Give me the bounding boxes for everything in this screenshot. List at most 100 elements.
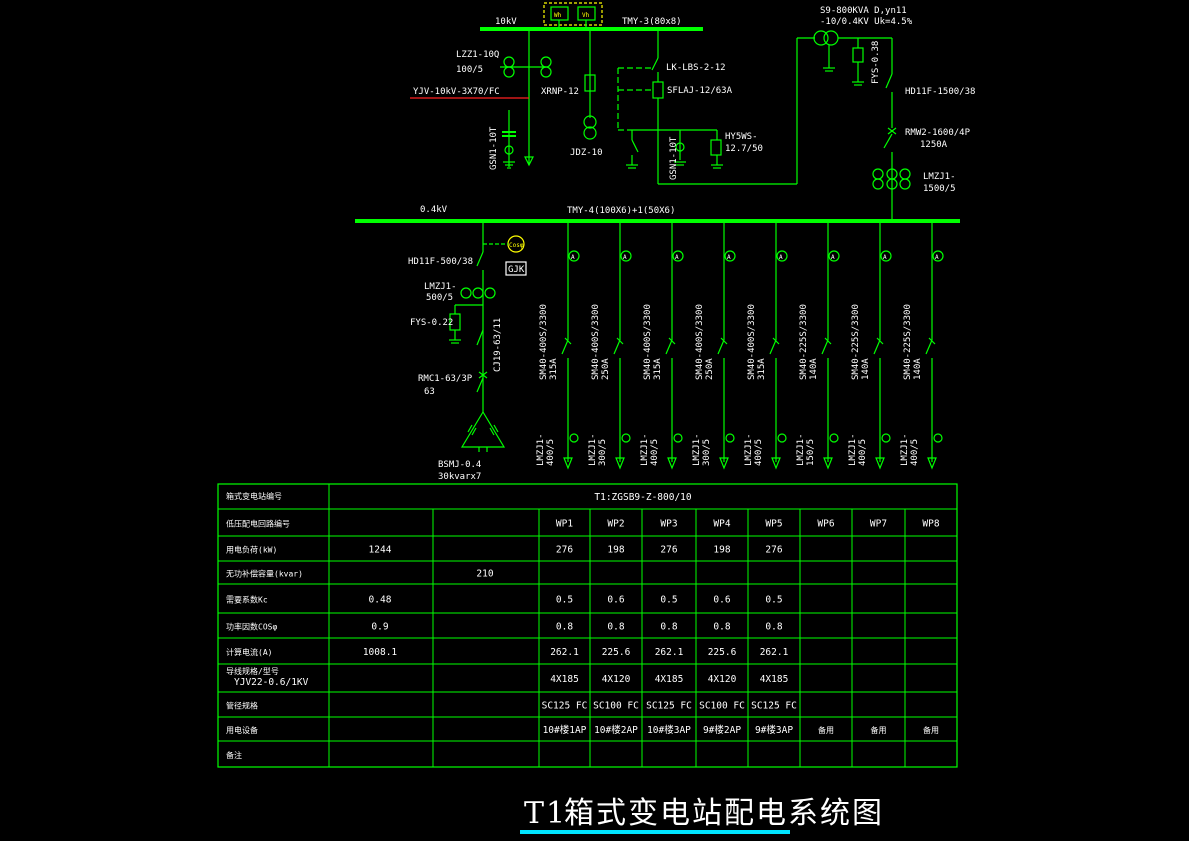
pt-fuse (584, 74, 596, 92)
wp-cell: WP4 (713, 519, 730, 530)
wp-cell: 4X185 (760, 674, 789, 685)
feeder-ct-label: LMZJ1- (744, 433, 754, 466)
feeder-breaker-label: SM40-400S/3300 (539, 304, 549, 380)
transformer-label: S9-800KVA D,yn11 (820, 6, 907, 16)
feeder-ct-label: LMZJ1- (692, 433, 702, 466)
feeder-ct-ratio: 400/5 (910, 439, 920, 466)
row-label: 用电设备 (226, 725, 258, 735)
ammeter-icon (828, 250, 840, 262)
drawing-title: T1 箱式变电站配电系统图 (520, 796, 884, 834)
row-label: 导线规格/型号 (226, 666, 279, 676)
incoming-ct-ratio: 100/5 (456, 65, 483, 75)
ammeter-icon (880, 250, 892, 262)
main-breaker-label: RMW2-1600/4P (905, 128, 971, 138)
cap-contactor-label: CJ19-63/11 (493, 318, 503, 372)
wp-cell: WP7 (870, 519, 887, 530)
ammeter-label: A (623, 254, 627, 261)
feeder-ct (777, 433, 787, 443)
row-label: 无功补偿容量(kvar) (226, 569, 303, 579)
table-frame (217, 483, 958, 768)
feeder-ct (725, 433, 735, 443)
pt-transformer (583, 115, 597, 129)
wp-cell: 0.5 (660, 595, 677, 606)
wp-cell: 262.1 (655, 647, 684, 658)
capacitor-rating: 30kvarx7 (438, 472, 481, 482)
feeder-ct (881, 433, 891, 443)
wp-cell: WP3 (660, 519, 677, 530)
feeder-rating: 140A (809, 358, 819, 380)
title-text: 箱式变电站配电系统图 (564, 796, 884, 831)
wp-cell: 0.8 (713, 622, 730, 633)
wp-cell: 0.8 (765, 622, 782, 633)
lv-bus-type: TMY-4(100X6)+1(50X6) (567, 206, 675, 216)
feeder-ct-ratio: 400/5 (650, 439, 660, 466)
feeder-ct-label: LMZJ1- (536, 433, 546, 466)
main-breaker-rating: 1250A (920, 140, 948, 150)
title-prefix: T1 (524, 796, 567, 831)
wp-cell: 276 (660, 545, 677, 556)
lv-labels: 0.4kV TMY-4(100X6)+1(50X6) Cosφ GJK HD11… (408, 205, 675, 482)
ammeter-icon (568, 250, 580, 262)
wp-cell: 0.8 (556, 622, 573, 633)
cap-switch-label: HD11F-500/38 (408, 257, 473, 267)
row-label: 低压配电回路编号 (226, 519, 290, 529)
feeder-breaker-label: SM40-225S/3300 (799, 304, 809, 380)
ammeter-label: A (675, 254, 679, 261)
wp-cell: 备用 (818, 725, 834, 735)
cap-ct-label: LMZJ1- (424, 282, 457, 292)
feeder-ct-label: LMZJ1- (900, 433, 910, 466)
wp-cell: SC125 FC (751, 701, 797, 712)
main-transformer (813, 30, 829, 46)
row-sublabel: YJV22-0.6/1KV (234, 677, 309, 688)
main-switch-label: HD11F-1500/38 (905, 87, 975, 97)
pt-label: JDZ-10 (570, 148, 603, 158)
meter-right-label: Vh (582, 12, 590, 19)
ammeter-label: A (779, 254, 783, 261)
wp-cell: 0.6 (607, 595, 624, 606)
feeder-ct-ratio: 400/5 (546, 439, 556, 466)
wp-cell: 276 (765, 545, 782, 556)
wp-cell: 4X120 (602, 674, 631, 685)
gjk-label: GJK (508, 265, 525, 275)
row-label: 功率因数COSφ (226, 622, 277, 632)
wp-cell: 225.6 (708, 647, 737, 658)
arrester-rating: 12.7/50 (725, 144, 763, 154)
wp-cell: WP2 (607, 519, 624, 530)
wp-cell: WP5 (765, 519, 782, 530)
feeder-rating: 315A (653, 358, 663, 380)
table-header-value: T1:ZGSB9-Z-800/10 (594, 492, 692, 503)
high-voltage-section (410, 2, 911, 221)
cap-ct-ratio: 500/5 (426, 293, 453, 303)
row-label: 用电负荷(kW) (226, 545, 277, 555)
wp-cell: SC125 FC (646, 701, 692, 712)
capacitor-label: BSMJ-0.4 (438, 460, 481, 470)
lbs-label: LK-LBS-2-12 (666, 63, 726, 73)
wp-cell: 备用 (923, 725, 939, 735)
row-total: 1008.1 (363, 647, 398, 658)
feeder-breaker-label: SM40-400S/3300 (695, 304, 705, 380)
feeder-rating: 315A (549, 358, 559, 380)
ammeter-icon (672, 250, 684, 262)
row-label: 计算电流(A) (226, 647, 272, 657)
feeder-ct (673, 433, 683, 443)
lbs-fuse-label: SFLAJ-12/63A (667, 86, 733, 96)
feeder-breaker-label: SM40-400S/3300 (643, 304, 653, 380)
cap-fys-label: FYS-0.22 (410, 318, 453, 328)
meter-left-label: Wh (554, 12, 562, 19)
capacitor-bank (460, 410, 506, 448)
feeder-rating: 140A (861, 358, 871, 380)
wp-cell: SC100 FC (593, 701, 639, 712)
wp-cell: 262.1 (550, 647, 579, 658)
transformer-ratio: -10/0.4KV Uk=4.5% (820, 17, 913, 27)
main-ct (872, 168, 884, 180)
feeder-breaker-label: SM40-400S/3300 (747, 304, 757, 380)
feeder-ct-label: LMZJ1- (848, 433, 858, 466)
hv-labels: 10kV TMY-3(80x8) Wh Vh LZZ1-10Q 100/5 YJ… (413, 6, 975, 194)
incoming-ct-label: LZZ1-10Q (456, 50, 499, 60)
wp-cell: 225.6 (602, 647, 631, 658)
